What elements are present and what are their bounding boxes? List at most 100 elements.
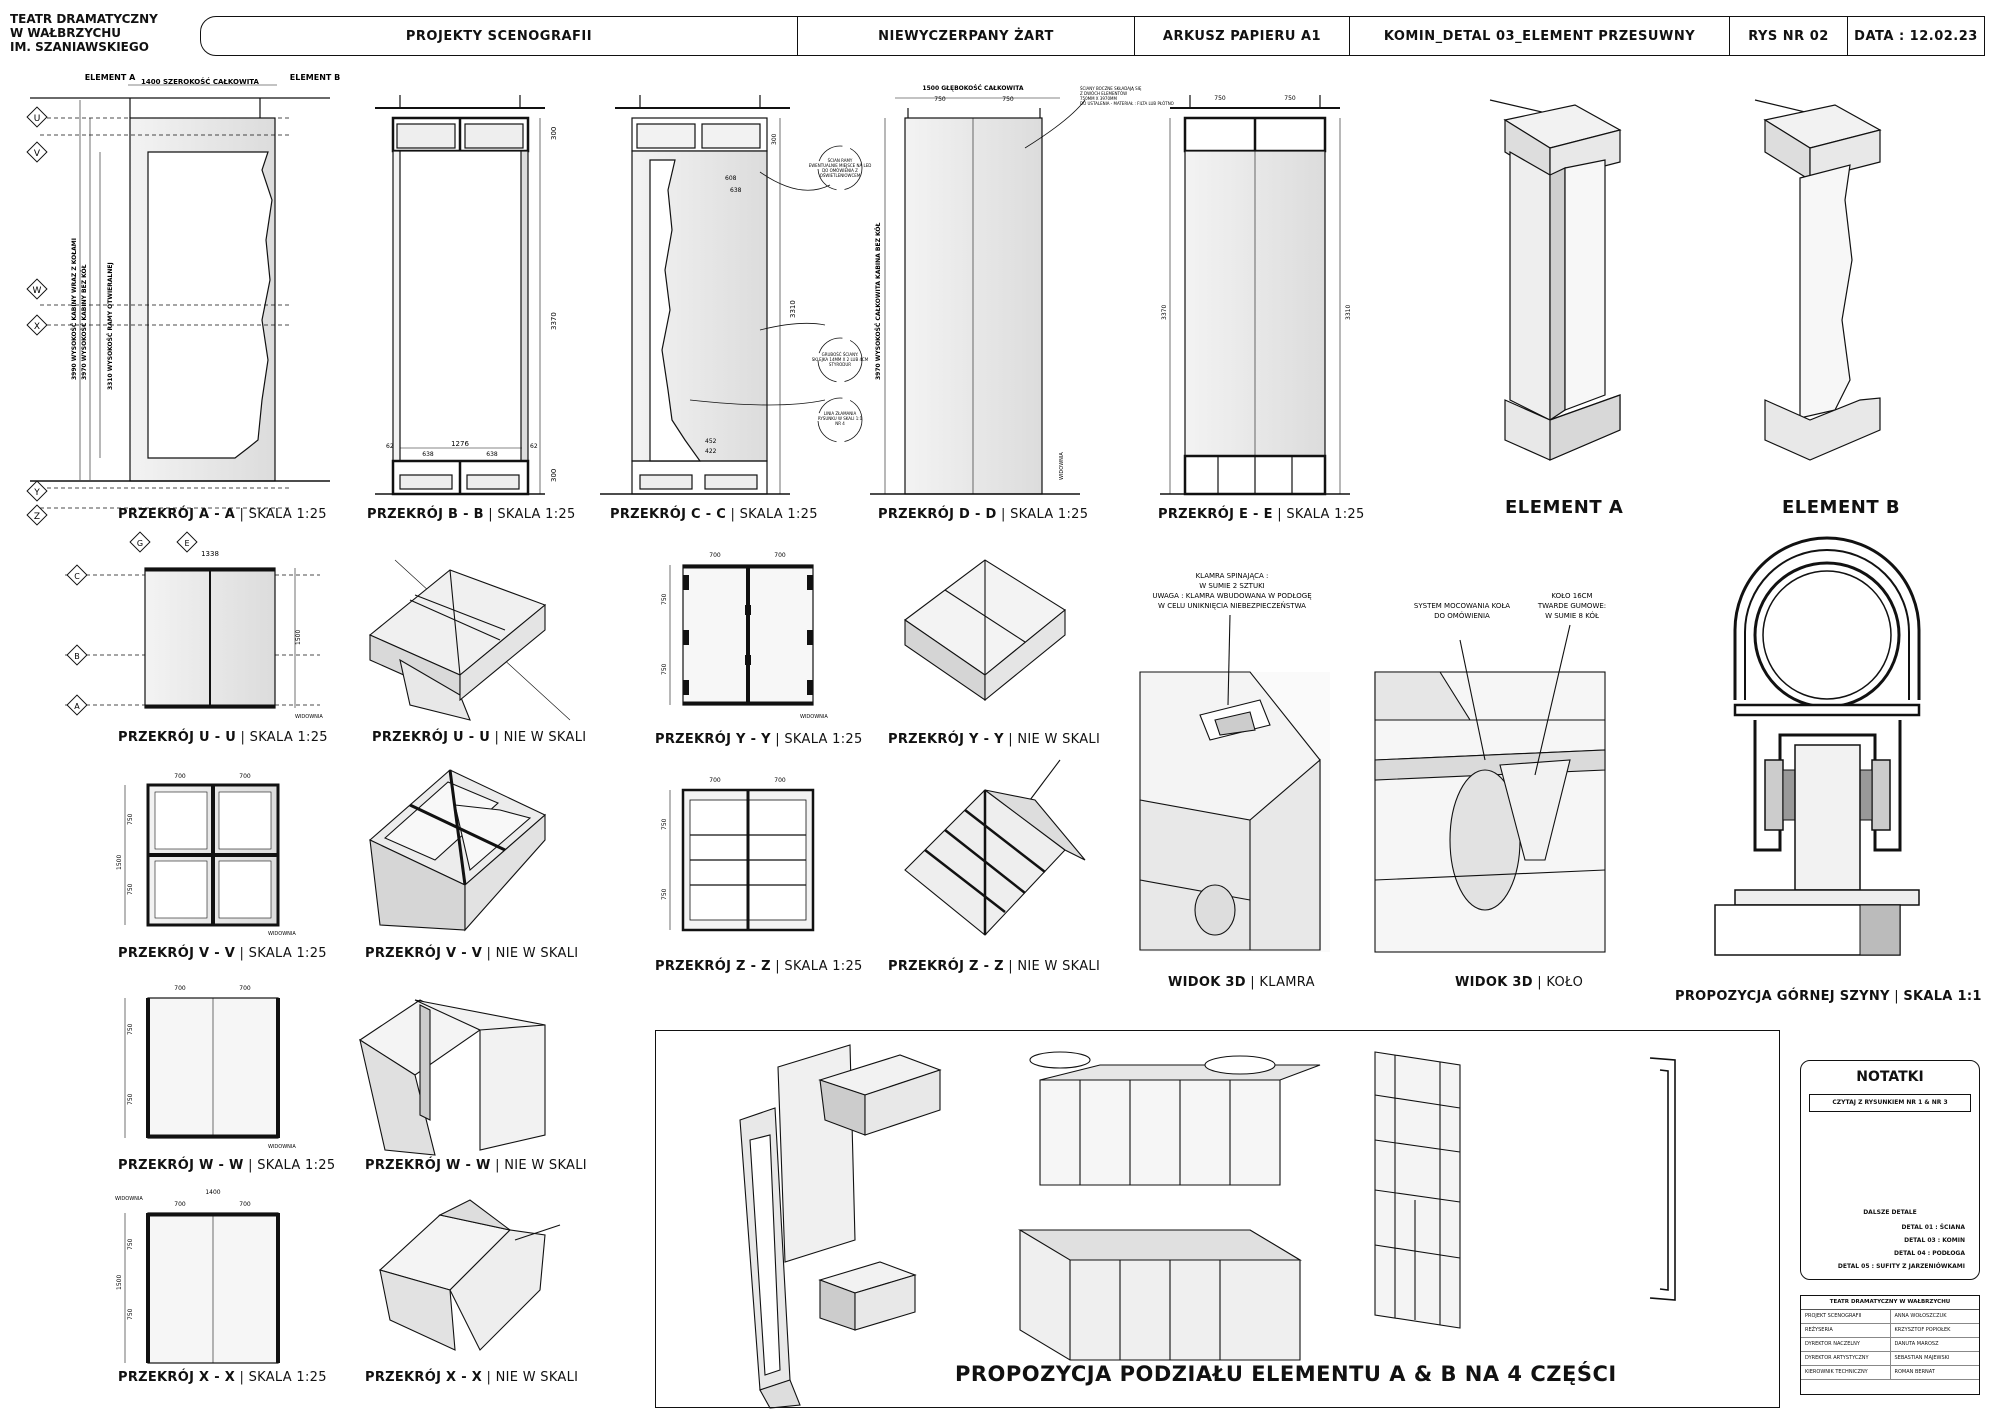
marker-v: V <box>34 149 41 159</box>
dim-bb-1276: 1276 <box>451 440 469 448</box>
marker-g: G <box>137 539 143 548</box>
caption-section-u-u-1: PRZEKRÓJ U - U | SKALA 1:25 <box>118 730 328 745</box>
svg-text:W SUMIE 8 KÓŁ: W SUMIE 8 KÓŁ <box>1545 611 1599 620</box>
svg-text:SKLEJKA 14MM X 2 LUB 4CM: SKLEJKA 14MM X 2 LUB 4CM <box>812 357 869 362</box>
marker-c: C <box>74 572 80 581</box>
proposal-part-frame <box>1018 1051 1321 1361</box>
caption-view-klamra: WIDOK 3D | KLAMRA <box>1168 975 1315 990</box>
dim-bb-62b: 62 <box>530 443 538 450</box>
dim-yy-700a: 700 <box>709 552 721 559</box>
section-e-e-drawing <box>1160 95 1350 496</box>
dim-xx-750a: 750 <box>127 1238 134 1250</box>
caption-section-u-u-2: PRZEKRÓJ U - U | NIE W SKALI <box>372 730 587 745</box>
credits-title: TEATR DRAMATYCZNY W WAŁBRZYCHU <box>1801 1296 1979 1310</box>
dim-bb-638b: 638 <box>486 451 498 458</box>
proposal-part-panel <box>1374 1051 1461 1329</box>
dim-aa-width: 1400 SZEROKOŚĆ CAŁKOWITA <box>141 77 260 86</box>
section-x-x-plan <box>124 1212 280 1364</box>
section-z-z-3d <box>904 759 1086 936</box>
callout-system: SYSTEM MOCOWANIA KOŁA DO OMÓWIENIA <box>1414 602 1510 620</box>
caption-section-y-y-2: PRZEKRÓJ Y - Y | NIE W SKALI <box>888 732 1101 747</box>
marker-y: Y <box>33 488 40 498</box>
dim-uu-1500: 1500 <box>295 630 302 645</box>
dim-ww-750a: 750 <box>127 1023 134 1035</box>
notes-read-with: CZYTAJ Z RYSUNKIEM NR 1 & NR 3 <box>1809 1094 1971 1112</box>
dim-zz-700b: 700 <box>774 777 786 784</box>
caption-section-x-x-1: PRZEKRÓJ X - X | SKALA 1:25 <box>118 1370 327 1385</box>
callout-klamra: KLAMRA SPINAJĄCA : W SUMIE 2 SZTUKI UWAG… <box>1152 572 1311 610</box>
caption-section-a-a: PRZEKRÓJ A - A | SKALA 1:25 <box>118 507 327 522</box>
caption-section-z-z-2: PRZEKRÓJ Z - Z | NIE W SKALI <box>888 959 1101 974</box>
marker-x: X <box>34 322 40 332</box>
dim-cc-300: 300 <box>771 133 778 145</box>
section-a-a-drawing <box>30 84 330 509</box>
organization-name: TEATR DRAMATYCZNY W WAŁBRZYCHU IM. SZANI… <box>10 12 210 54</box>
dim-xx-750b: 750 <box>127 1308 134 1320</box>
svg-text:STYRODUR: STYRODUR <box>829 362 851 367</box>
dim-dd-depth: 1500 GŁĘBOKOŚĆ CAŁKOWITA <box>922 85 1023 92</box>
proposal-part-wall <box>739 1044 856 1409</box>
credits-table: TEATR DRAMATYCZNY W WAŁBRZYCHU PROJEKT S… <box>1800 1295 1980 1395</box>
svg-text:KLAMRA SPINAJĄCA :: KLAMRA SPINAJĄCA : <box>1196 572 1269 580</box>
marker-w: W <box>33 286 42 296</box>
dim-bb-300-bot: 300 <box>550 469 558 482</box>
marker-a: A <box>74 702 80 711</box>
section-v-v-plan <box>124 783 280 927</box>
notes-panel: NOTATKI CZYTAJ Z RYSUNKIEM NR 1 & NR 3 D… <box>1800 1060 1980 1280</box>
callout-cc-break: LINIA ZŁAMANIA RYSUNKU W SKALI 1:1 NR 4 <box>818 411 863 426</box>
caption-element-a: ELEMENT A <box>1505 497 1624 518</box>
dim-ww-750b: 750 <box>127 1093 134 1105</box>
notes-detail-item: DETAL 04 : PODŁOGA <box>1894 1250 1965 1257</box>
credits-role: DYREKTOR ARTYSTYCZNY <box>1801 1352 1891 1365</box>
section-y-y-3d <box>904 559 1066 702</box>
svg-text:DO USTALENIA - MATERIAŁ : FILT: DO USTALENIA - MATERIAŁ : FILTA LUB PŁÓT… <box>1080 101 1174 106</box>
svg-text:RYSUNKU W SKALI 1:1: RYSUNKU W SKALI 1:1 <box>818 416 863 421</box>
view-3d-kolo <box>1374 624 1606 953</box>
org-line: IM. SZANIAWSKIEGO <box>10 40 149 54</box>
view-3d-klamra <box>1139 614 1330 952</box>
caption-section-y-y-1: PRZEKRÓJ Y - Y | SKALA 1:25 <box>655 732 863 747</box>
dim-xx-700b: 700 <box>239 1201 251 1208</box>
dim-dd-750b: 750 <box>1002 96 1014 103</box>
credits-person: KRZYSZTOF POPIOŁEK <box>1894 1327 1951 1333</box>
proposal-part-box <box>818 1054 942 1331</box>
section-w-w-3d <box>358 999 546 1156</box>
caption-section-b-b: PRZEKRÓJ B - B | SKALA 1:25 <box>367 507 576 522</box>
widownia-dd: WIDOWNIA <box>1059 452 1065 480</box>
org-line: W WAŁBRZYCHU <box>10 26 122 40</box>
dim-vv-750b: 750 <box>127 883 134 895</box>
caption-section-v-v-2: PRZEKRÓJ V - V | NIE W SKALI <box>365 946 579 961</box>
credits-role: PROJEKT SCENOGRAFII <box>1801 1310 1891 1323</box>
svg-text:W SUMIE 2 SZTUKI: W SUMIE 2 SZTUKI <box>1199 582 1264 590</box>
dim-dd-750a: 750 <box>934 96 946 103</box>
dim-ww-700a: 700 <box>174 985 186 992</box>
section-y-y-plan <box>669 564 814 706</box>
dim-cc-638: 638 <box>730 187 742 194</box>
marker-z: Z <box>34 512 40 522</box>
section-w-w-plan <box>124 997 280 1139</box>
proposal-title: PROPOZYCJA PODZIAŁU ELEMENTU A & B NA 4 … <box>955 1362 1617 1386</box>
svg-text:ŚCIAN RAMY: ŚCIAN RAMY <box>828 158 853 163</box>
credits-person: SEBASTIAN MAJEWSKI <box>1894 1355 1950 1361</box>
credits-person: ANNA WOŁOSZCZUK <box>1894 1313 1947 1319</box>
caption-top-rail: PROPOZYCJA GÓRNEJ SZYNY | SKALA 1:1 <box>1675 989 1982 1004</box>
title-block-header: PROJEKTY SCENOGRAFII NIEWYCZERPANY ŻART … <box>200 16 1985 56</box>
dim-uu-1338: 1338 <box>201 550 219 558</box>
callout-kolo: KOŁO 16CM TWARDE GUMOWE: W SUMIE 8 KÓŁ <box>1537 592 1606 620</box>
credits-role: REŻYSERIA <box>1801 1324 1891 1337</box>
dim-ee-750b: 750 <box>1284 95 1296 102</box>
svg-text:LINIA ZŁAMANIA: LINIA ZŁAMANIA <box>824 411 857 416</box>
dim-vv-700b: 700 <box>239 773 251 780</box>
marker-e: E <box>184 539 189 548</box>
dim-yy-750a: 750 <box>661 593 668 605</box>
section-z-z-plan <box>669 788 815 932</box>
dim-bb-3370: 3370 <box>550 312 558 330</box>
svg-text:750MM X 3970MM: 750MM X 3970MM <box>1080 96 1117 101</box>
caption-section-d-d: PRZEKRÓJ D - D | SKALA 1:25 <box>878 507 1089 522</box>
element-b-3d <box>1754 99 1882 461</box>
svg-text:NR 4: NR 4 <box>835 421 845 426</box>
dim-ww-700b: 700 <box>239 985 251 992</box>
